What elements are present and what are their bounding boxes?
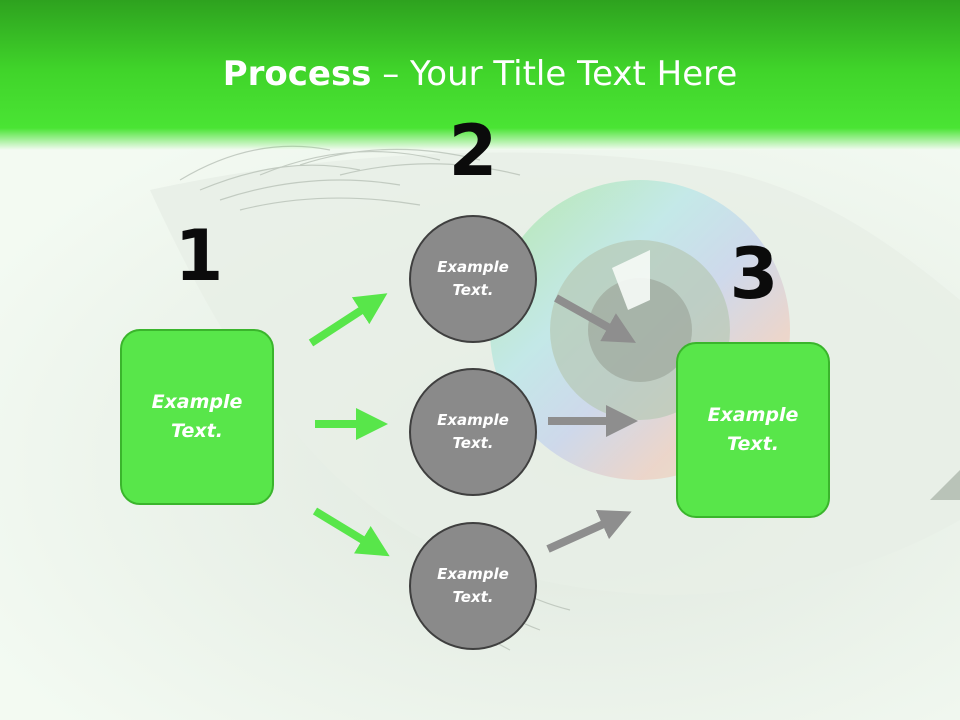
- circle-middle-line1: Example: [437, 411, 509, 429]
- circle-middle-line2: Text.: [452, 434, 494, 452]
- circle-bottom: Example Text.: [409, 522, 537, 650]
- title-strong: Process: [222, 54, 372, 94]
- step-number-2: 2: [448, 110, 498, 192]
- left-box-line2: Text.: [171, 420, 223, 442]
- circle-top: Example Text.: [409, 215, 537, 343]
- green-arrow-down: [312, 507, 390, 557]
- green-arrow-up: [308, 293, 388, 347]
- circle-top-line1: Example: [437, 258, 509, 276]
- slide-title: Process – Your Title Text Here: [0, 52, 960, 96]
- right-box-line1: Example: [707, 404, 799, 426]
- left-box-line1: Example: [151, 391, 243, 413]
- right-box-line2: Text.: [727, 433, 779, 455]
- circle-middle: Example Text.: [409, 368, 537, 496]
- step-number-1: 1: [174, 215, 224, 297]
- title-bar: [0, 0, 960, 150]
- circle-bottom-line2: Text.: [452, 588, 494, 606]
- gray-arrow-up: [546, 509, 632, 553]
- circle-top-line2: Text.: [452, 281, 494, 299]
- title-rest: – Your Title Text Here: [371, 54, 738, 94]
- step-number-3: 3: [729, 233, 779, 315]
- right-step-box: Example Text.: [676, 342, 830, 518]
- gray-arrow-down: [554, 294, 636, 343]
- circle-bottom-line1: Example: [437, 565, 509, 583]
- left-step-box: Example Text.: [120, 329, 274, 505]
